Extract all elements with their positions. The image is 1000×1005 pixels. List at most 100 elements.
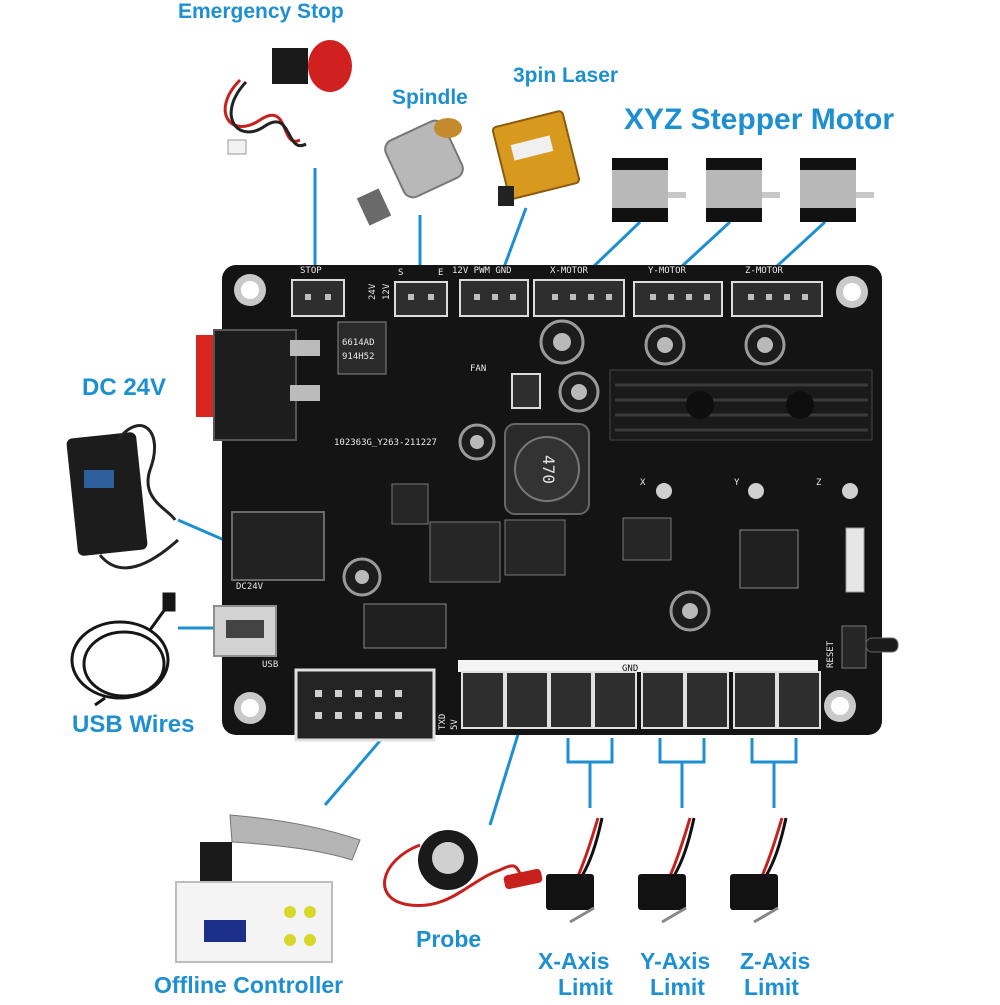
driver-chip (622, 517, 672, 561)
label-spindle: Spindle (392, 86, 468, 109)
offline-controller-image (175, 814, 361, 963)
label-offline-controller: Offline Controller (154, 972, 344, 998)
usb-port-slot (226, 620, 264, 638)
z-motor-connector (731, 281, 823, 317)
silk-z: Z (816, 478, 822, 488)
silk-inductor: 470 (538, 455, 558, 484)
silk-x: X (640, 478, 646, 488)
y-motor-line (678, 220, 732, 270)
silk-5v: 5V (450, 719, 460, 730)
z-trim-pot (842, 483, 858, 499)
silk-gnd: GND (622, 664, 639, 674)
controller-header (294, 668, 436, 742)
silk-usb: USB (262, 660, 279, 670)
silk-laser-header: 12V PWM GND (452, 266, 512, 276)
stop-connector (291, 279, 345, 317)
fan-connector (511, 373, 541, 409)
mosfet-chip (391, 483, 429, 525)
label-stepper-motor: XYZ Stepper Motor (624, 103, 895, 136)
z-limit-connector (733, 671, 777, 729)
power-adapter-image (66, 424, 179, 570)
z-motor-line (773, 220, 827, 270)
silk-y: Y (734, 478, 740, 488)
laser-image (491, 110, 581, 206)
x-limit-connector (549, 671, 593, 729)
emergency-stop-image (223, 40, 352, 155)
silk-reset: RESET (826, 640, 836, 668)
x-motor-line (590, 220, 642, 270)
y-limit-connector (641, 671, 685, 729)
probe-line (488, 727, 522, 826)
reset-plunger (865, 637, 899, 653)
x-stepper-motor-image (612, 158, 686, 222)
label-y-limit: Limit (650, 974, 705, 1000)
label-dc-24v: DC 24V (82, 374, 167, 401)
silk-txd: TXD (438, 713, 448, 730)
usb-chip (363, 603, 447, 649)
inductor (504, 423, 590, 515)
mount-hole (234, 692, 266, 724)
capacitor (558, 371, 600, 413)
label-y-axis: Y-Axis (640, 948, 711, 974)
mosfet-chip (504, 519, 566, 576)
label-usb-wires: USB Wires (72, 711, 195, 738)
heatsink (609, 369, 873, 441)
controller-line (323, 734, 387, 806)
dc-jack (231, 511, 325, 581)
silk-12v: 12V (382, 283, 392, 300)
x-trim-pot (656, 483, 672, 499)
capacitor (539, 319, 585, 365)
mosfet-chip (429, 521, 501, 583)
y-limit-bracket (658, 738, 706, 808)
silk-serial: 102363G_Y263-211227 (334, 438, 437, 448)
spindle-connector (394, 281, 448, 317)
silk-chip-a: 6614AD (342, 338, 375, 348)
mount-hole (836, 276, 868, 308)
label-x-axis: X-Axis (538, 948, 610, 974)
regulator-chip (337, 321, 387, 375)
capacitor (744, 324, 786, 366)
silk-24v: 24V (368, 283, 378, 300)
side-pin-header (845, 527, 865, 593)
z-limit-bracket (750, 738, 798, 808)
controller-board (196, 265, 899, 742)
probe-image (383, 830, 543, 908)
y-limit-switch-image (638, 817, 696, 924)
z-stepper-motor-image (800, 158, 874, 222)
usb-cable-image (70, 592, 176, 707)
silk-chip-b: 914H52 (342, 352, 375, 362)
silk-y-motor: Y-MOTOR (648, 266, 686, 276)
z-limit-connector (777, 671, 821, 729)
capacitor (669, 590, 711, 632)
z-limit-switch-image (730, 817, 788, 924)
label-z-axis: Z-Axis (740, 948, 811, 974)
y-limit-connector (685, 671, 729, 729)
label-x-limit: Limit (558, 974, 613, 1000)
label-probe: Probe (416, 926, 482, 952)
silk-stop: STOP (300, 266, 322, 276)
mount-hole (234, 274, 266, 306)
capacitor (342, 557, 382, 597)
label-emergency-stop: Emergency Stop (178, 0, 344, 23)
silk-strip (458, 660, 818, 672)
silk-spindle-e: E (438, 268, 444, 278)
mount-hole (824, 690, 856, 722)
y-trim-pot (748, 483, 764, 499)
x-limit-bracket (566, 738, 614, 808)
capacitor (458, 423, 496, 461)
spindle-image (356, 118, 464, 226)
silk-x-motor: X-MOTOR (550, 266, 588, 276)
x-limit-connector (593, 671, 637, 729)
y-stepper-motor-image (706, 158, 780, 222)
capacitor (644, 324, 686, 366)
silk-spindle-s: S (398, 268, 404, 278)
silk-fan: FAN (470, 364, 487, 374)
probe-connector (461, 671, 505, 729)
silk-z-motor: Z-MOTOR (745, 266, 783, 276)
power-switch (196, 329, 320, 441)
connector-lines (177, 168, 827, 826)
label-z-limit: Limit (744, 974, 799, 1000)
label-laser: 3pin Laser (513, 64, 619, 87)
